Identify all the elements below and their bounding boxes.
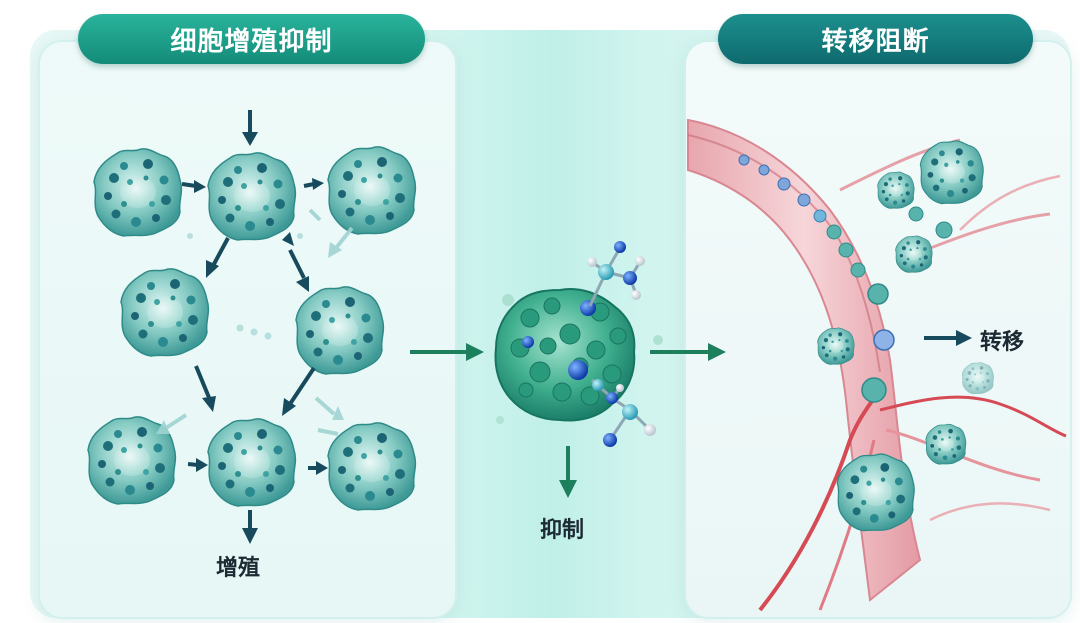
tumor-cell-icon [895, 235, 933, 273]
tumor-cell-icon [327, 422, 417, 511]
tumor-cell-icon [120, 268, 210, 357]
tumor-cell-icon [327, 146, 417, 235]
tumor-cell-icon [817, 327, 855, 365]
tumor-cell-icon [961, 362, 994, 395]
metastasis-title: 转移阻断 [821, 26, 930, 57]
inhibition-label: 抑制 [540, 518, 585, 543]
circulating-cells [738, 154, 895, 403]
proliferation-arrows [181, 110, 328, 544]
tumor-cell-icon [836, 453, 915, 532]
tumor-cell-icon [877, 171, 915, 209]
tumor-cell-icon [207, 418, 297, 507]
metastatic-cells [817, 140, 994, 532]
proliferation-title: 细胞增殖抑制 [170, 26, 333, 57]
tumor-cell-icon [93, 148, 183, 237]
tumor-cell-icon [207, 152, 297, 241]
tumor-cell-icon [295, 286, 385, 375]
molecule-icon [590, 378, 656, 447]
center-arrows [410, 343, 726, 498]
molecule-icon [587, 241, 645, 307]
proliferation-title-pill: 细胞增殖抑制 [78, 14, 425, 64]
treated-cell [494, 288, 663, 424]
proliferation-label: 增殖 [216, 556, 261, 581]
proliferation-cells [87, 146, 417, 511]
metastasis-label: 转移 [980, 330, 1025, 355]
metastasis-arrow [924, 330, 972, 346]
tumor-cell-icon [925, 423, 967, 465]
ellipsis-dots [187, 233, 303, 340]
metastasis-title-pill: 转移阻断 [718, 14, 1033, 64]
faded-arrows [156, 208, 354, 436]
tumor-cell-icon [919, 140, 984, 205]
blood-vessel-icon [687, 118, 1067, 612]
